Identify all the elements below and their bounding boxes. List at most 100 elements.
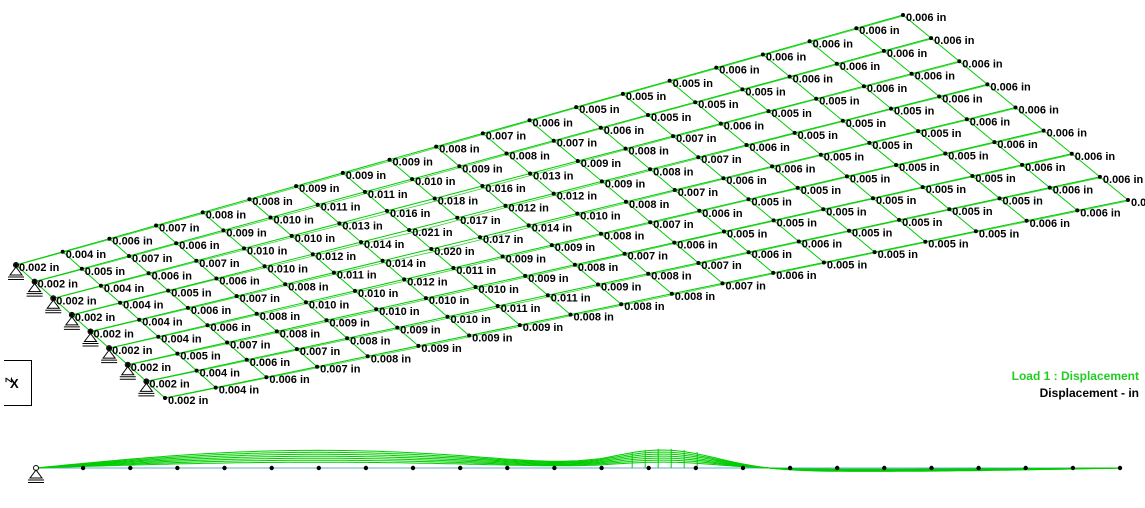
node[interactable] xyxy=(861,84,866,89)
node[interactable] xyxy=(766,109,771,114)
node[interactable] xyxy=(1097,174,1102,179)
node[interactable] xyxy=(744,143,749,147)
node[interactable] xyxy=(722,229,726,234)
node[interactable] xyxy=(760,52,765,57)
node[interactable] xyxy=(331,270,336,275)
node[interactable] xyxy=(79,266,84,271)
node[interactable] xyxy=(387,157,392,162)
node[interactable] xyxy=(672,188,677,192)
node[interactable] xyxy=(247,197,252,202)
node[interactable] xyxy=(504,151,509,156)
elevation-node[interactable] xyxy=(835,465,840,471)
node[interactable] xyxy=(648,167,653,172)
node[interactable] xyxy=(88,329,93,334)
node[interactable] xyxy=(889,106,893,111)
node[interactable] xyxy=(840,118,845,123)
node[interactable] xyxy=(834,61,839,66)
node[interactable] xyxy=(714,65,719,70)
node[interactable] xyxy=(374,307,379,312)
node[interactable] xyxy=(107,346,112,351)
node[interactable] xyxy=(118,300,123,305)
node[interactable] xyxy=(696,155,701,160)
node[interactable] xyxy=(867,140,872,145)
elevation-node[interactable] xyxy=(222,465,227,471)
node[interactable] xyxy=(929,36,934,41)
node[interactable] xyxy=(740,87,745,92)
node[interactable] xyxy=(395,325,400,330)
node[interactable] xyxy=(746,197,751,202)
node[interactable] xyxy=(174,241,179,246)
elevation-node[interactable] xyxy=(80,465,86,471)
node[interactable] xyxy=(324,318,329,323)
node[interactable] xyxy=(225,340,230,345)
node[interactable] xyxy=(947,207,952,212)
node[interactable] xyxy=(480,131,485,136)
node[interactable] xyxy=(997,196,1002,201)
node[interactable] xyxy=(721,176,726,181)
node[interactable] xyxy=(770,164,775,169)
node[interactable] xyxy=(894,163,899,167)
node[interactable] xyxy=(648,220,653,225)
node[interactable] xyxy=(814,96,819,101)
node[interactable] xyxy=(575,159,580,163)
node[interactable] xyxy=(901,13,905,17)
node[interactable] xyxy=(154,223,159,228)
node[interactable] xyxy=(599,231,603,236)
node[interactable] xyxy=(973,229,978,234)
node[interactable] xyxy=(916,129,921,134)
node[interactable] xyxy=(1020,162,1025,167)
node[interactable] xyxy=(693,100,698,105)
node[interactable] xyxy=(985,82,990,87)
elevation-node[interactable] xyxy=(128,465,133,471)
node[interactable] xyxy=(310,252,315,257)
node[interactable] xyxy=(340,170,345,175)
node[interactable] xyxy=(527,118,532,123)
node[interactable] xyxy=(274,329,279,334)
node[interactable] xyxy=(937,94,942,99)
node[interactable] xyxy=(144,379,149,384)
node[interactable] xyxy=(125,362,130,367)
elevation-node[interactable] xyxy=(882,465,887,471)
node[interactable] xyxy=(771,218,776,223)
node[interactable] xyxy=(473,285,478,289)
node[interactable] xyxy=(596,282,600,287)
node[interactable] xyxy=(416,343,421,348)
node[interactable] xyxy=(957,59,962,64)
node[interactable] xyxy=(970,174,975,178)
node[interactable] xyxy=(598,125,603,130)
node[interactable] xyxy=(365,354,370,359)
node[interactable] xyxy=(423,296,428,301)
elevation-node[interactable] xyxy=(646,465,651,471)
node[interactable] xyxy=(854,26,859,31)
node[interactable] xyxy=(623,146,628,151)
node[interactable] xyxy=(1013,105,1018,110)
node[interactable] xyxy=(380,258,385,263)
node[interactable] xyxy=(345,336,350,341)
elevation-node[interactable] xyxy=(175,465,180,471)
node[interactable] xyxy=(646,113,650,117)
elevation-node[interactable] xyxy=(316,465,321,471)
node[interactable] xyxy=(746,250,751,255)
elevation-node[interactable] xyxy=(410,465,416,471)
node[interactable] xyxy=(478,235,482,240)
node[interactable] xyxy=(244,357,249,362)
node[interactable] xyxy=(1047,185,1052,190)
node[interactable] xyxy=(69,312,74,317)
node[interactable] xyxy=(624,199,628,204)
elevation-node[interactable] xyxy=(1023,465,1028,471)
node[interactable] xyxy=(137,317,142,322)
node[interactable] xyxy=(1126,198,1130,202)
node[interactable] xyxy=(523,273,528,278)
node[interactable] xyxy=(1024,218,1029,223)
node[interactable] xyxy=(362,189,367,194)
node[interactable] xyxy=(844,174,849,179)
node[interactable] xyxy=(526,223,531,228)
node[interactable] xyxy=(549,243,554,248)
elevation-node[interactable] xyxy=(363,465,369,471)
node[interactable] xyxy=(221,228,226,233)
node[interactable] xyxy=(672,240,677,245)
node[interactable] xyxy=(574,105,579,110)
node[interactable] xyxy=(872,250,877,255)
node[interactable] xyxy=(1041,128,1046,133)
node[interactable] xyxy=(818,152,823,157)
